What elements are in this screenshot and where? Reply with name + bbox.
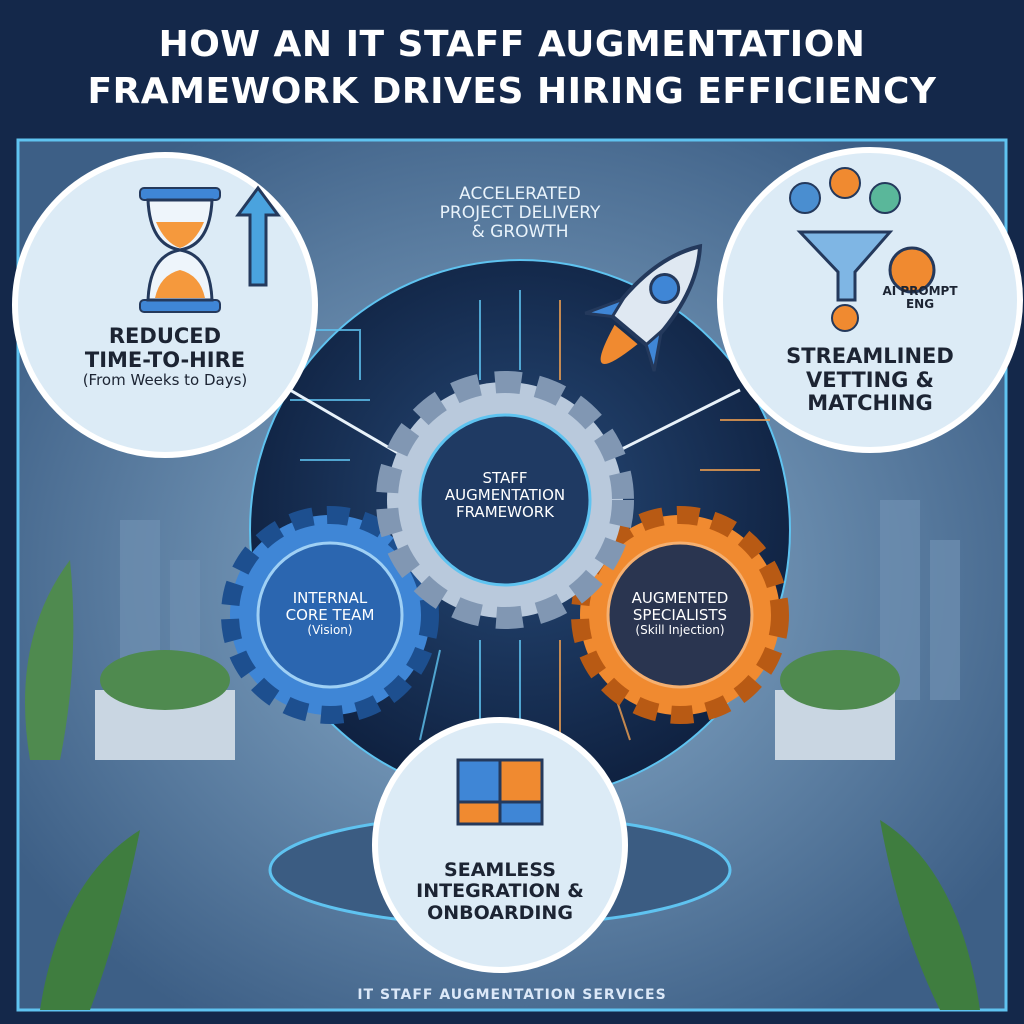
puzzle-icon xyxy=(456,758,544,826)
time-to-hire-subtitle: (From Weeks to Days) xyxy=(82,371,248,390)
gear-left-line-1: INTERNAL xyxy=(292,589,368,607)
hourglass-icon xyxy=(139,187,221,313)
circle-integration xyxy=(372,717,628,973)
gear-right-sub: (Skill Injection) xyxy=(635,622,725,637)
gear-right-label: AUGMENTED SPECIALISTS (Skill Injection) xyxy=(600,590,760,637)
time-to-hire-title-2: TIME-TO-HIRE xyxy=(84,347,246,372)
delivery-line-2: PROJECT DELIVERY xyxy=(439,203,601,224)
delivery-line-3: & GROWTH xyxy=(471,222,569,243)
vetting-label: STREAMLINED VETTING & MATCHING xyxy=(760,344,980,416)
candidate-avatar-icon xyxy=(789,182,821,214)
connector-right xyxy=(619,388,741,452)
arrow-up-icon xyxy=(235,185,281,287)
matched-avatar-icon xyxy=(888,246,936,294)
gear-center-line-3: FRAMEWORK xyxy=(455,502,555,521)
gear-center-label: STAFF AUGMENTATION FRAMEWORK xyxy=(405,470,605,520)
rocket-icon xyxy=(584,243,703,372)
title-line-1: HOW AN IT STAFF AUGMENTATION xyxy=(158,24,866,65)
role-label: AI PROMPT ENG xyxy=(870,284,970,312)
gear-center xyxy=(376,371,634,629)
gear-center-line-2: AUGMENTATION xyxy=(444,485,566,504)
planters xyxy=(25,560,980,1010)
funnel-icon xyxy=(796,230,894,302)
footer-label: IT STAFF AUGMENTATION SERVICES xyxy=(357,987,667,1003)
time-to-hire-title-1: REDUCED xyxy=(108,324,222,348)
candidate-avatar-icon xyxy=(831,304,859,332)
delivery-line-1: ACCELERATED xyxy=(459,184,581,204)
title-line-2: FRAMEWORK DRIVES HIRING EFFICIENCY xyxy=(87,70,937,112)
page-title: HOW AN IT STAFF AUGMENTATION FRAMEWORK D… xyxy=(0,22,1024,116)
gear-left-line-2: CORE TEAM xyxy=(285,605,375,624)
circle-vetting xyxy=(717,147,1023,453)
role-label-1: AI PROMPT xyxy=(882,284,958,298)
integration-title-2: INTEGRATION & xyxy=(416,880,584,903)
integration-title-1: SEAMLESS xyxy=(444,859,556,881)
vetting-title-1: STREAMLINED xyxy=(786,344,954,368)
gear-center-line-1: STAFF xyxy=(482,469,528,487)
gear-right-line-2: SPECIALISTS xyxy=(632,605,728,624)
candidate-avatar-icon xyxy=(869,182,901,214)
circle-time-to-hire xyxy=(12,152,318,458)
vetting-title-3: MATCHING xyxy=(807,391,933,416)
gear-left-label: INTERNAL CORE TEAM (Vision) xyxy=(250,590,410,637)
title-band xyxy=(0,0,1024,140)
gear-left-sub: (Vision) xyxy=(307,622,353,637)
delivery-label: ACCELERATED PROJECT DELIVERY & GROWTH xyxy=(400,184,640,243)
role-label-2: ENG xyxy=(905,297,935,312)
gear-left xyxy=(221,506,439,724)
gear-right-line-1: AUGMENTED xyxy=(631,589,729,607)
gear-right xyxy=(571,506,789,724)
time-to-hire-label: REDUCED TIME-TO-HIRE (From Weeks to Days… xyxy=(55,324,275,390)
vetting-title-2: VETTING & xyxy=(806,367,934,392)
integration-label: SEAMLESS INTEGRATION & ONBOARDING xyxy=(390,859,610,924)
integration-title-3: ONBOARDING xyxy=(427,901,573,924)
candidate-avatar-icon xyxy=(829,167,861,199)
